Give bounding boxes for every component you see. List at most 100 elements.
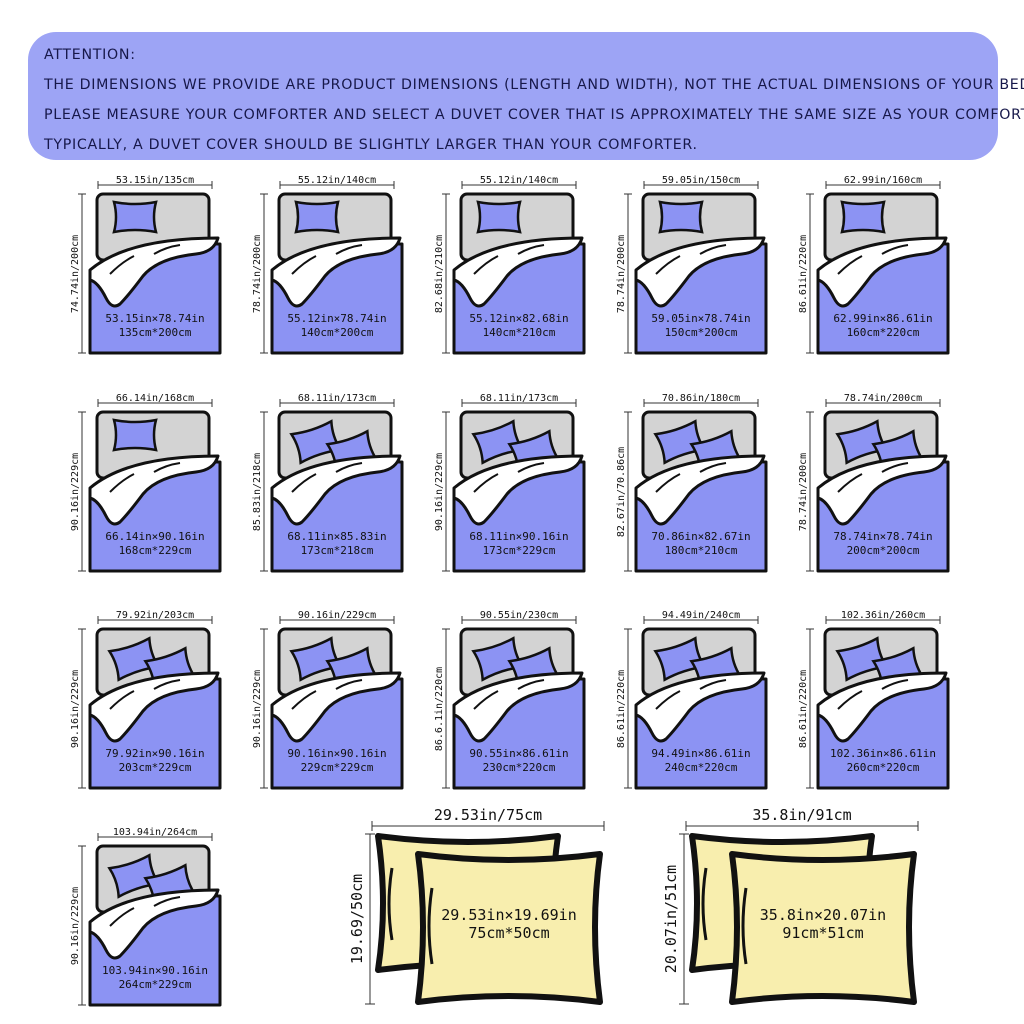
width-label: 102.36in/260cm [841, 610, 925, 621]
width-label: 68.11in/173cm [480, 393, 558, 404]
size-centimeters: 160cm*220cm [847, 326, 920, 339]
sheet-fold-line [517, 244, 545, 255]
pillow [112, 418, 158, 452]
size-inches: 94.49in×86.61in [651, 747, 750, 760]
height-label: 78.74in/200cm [616, 235, 627, 313]
sheet-fold-line [473, 473, 499, 493]
pillow [294, 200, 340, 234]
attention-notice: ATTENTION: THE DIMENSIONS WE PROVIDE ARE… [28, 32, 1024, 160]
height-label: 85.83in/218cm [252, 453, 263, 531]
sheet-fold-line [699, 679, 727, 690]
pillowcase-front [729, 851, 917, 1005]
height-label: 86.61in/220cm [616, 670, 627, 748]
bed-diagram: 90.55in/230cm86.6.1in/220cm90.55in×86.61… [434, 610, 586, 790]
height-label: 90.16in/229cm [70, 453, 81, 531]
size-inches: 70.86in×82.67in [651, 530, 750, 543]
sheet-fold-line [655, 473, 681, 493]
sheet-fold-line [699, 244, 727, 255]
bed-diagram: 103.94in/264cm90.16in/229cm103.94in×90.1… [70, 827, 222, 1007]
sheet-fold-line [517, 679, 545, 690]
folded-sheet [88, 888, 220, 960]
sheet-fold-line [153, 462, 181, 473]
pillowcase-fold-line [741, 887, 748, 965]
height-label: 78.74in/200cm [798, 453, 809, 531]
folded-sheet [452, 236, 584, 308]
size-centimeters: 168cm*229cm [119, 544, 192, 557]
folded-sheet [88, 454, 220, 526]
sheet-fold-line [109, 255, 135, 275]
sheet-fold-line [837, 473, 863, 493]
sheet-fold-line [837, 255, 863, 275]
size-inches: 90.16in×90.16in [287, 747, 386, 760]
sheet-fold-line [881, 462, 909, 473]
width-label: 90.16in/229cm [298, 610, 376, 621]
size-centimeters: 140cm*210cm [483, 326, 556, 339]
bed-diagram: 102.36in/260cm86.61in/220cm102.36in×86.6… [798, 610, 950, 790]
size-inches: 102.36in×86.61in [830, 747, 936, 760]
height-label: 86.61in/220cm [798, 235, 809, 313]
sheet-fold-line [881, 679, 909, 690]
height-label: 78.74in/200cm [252, 235, 263, 313]
pillow [476, 200, 522, 234]
height-label: 82.68in/210cm [434, 235, 445, 313]
height-label: 86.6.1in/220cm [434, 667, 445, 751]
size-inches: 55.12in×78.74in [287, 312, 386, 325]
sheet-fold-line [837, 690, 863, 710]
pillowcase-height-label: 20.07in/51cm [662, 865, 680, 973]
pillowcase-width-label: 35.8in/91cm [752, 806, 851, 824]
size-centimeters: 260cm*220cm [847, 761, 920, 774]
width-label: 66.14in/168cm [116, 393, 194, 404]
notice-heading: ATTENTION: [44, 47, 136, 63]
size-inches: 68.11in×90.16in [469, 530, 568, 543]
pillow [112, 200, 158, 234]
width-label: 55.12in/140cm [480, 175, 558, 186]
notice-line-3: TYPICALLY, A DUVET COVER SHOULD BE SLIGH… [44, 137, 698, 153]
pillowcase-fold-line [427, 887, 434, 965]
height-label: 90.16in/229cm [252, 670, 263, 748]
pillow [840, 200, 886, 234]
width-label: 79.92in/203cm [116, 610, 194, 621]
bed-diagram: 59.05in/150cm 78.74in/200cm 59.05in×78.74i… [616, 175, 768, 355]
size-inches: 55.12in×82.68in [469, 312, 568, 325]
sheet-fold-line [473, 690, 499, 710]
height-label: 74.74in/200cm [70, 235, 81, 313]
pillowcase-size-inches: 29.53in×19.69in [441, 906, 576, 924]
width-label: 55.12in/140cm [298, 175, 376, 186]
sheet-fold-line [291, 473, 317, 493]
folded-sheet [634, 671, 766, 743]
size-centimeters: 150cm*200cm [665, 326, 738, 339]
size-centimeters: 230cm*220cm [483, 761, 556, 774]
size-centimeters: 229cm*229cm [301, 761, 374, 774]
sheet-fold-line [109, 690, 135, 710]
sheet-fold-line [335, 244, 363, 255]
width-label: 59.05in/150cm [662, 175, 740, 186]
pillowcase-size-centimeters: 91cm*51cm [782, 924, 863, 942]
sheet-fold-line [335, 462, 363, 473]
sheet-fold-line [291, 255, 317, 275]
pillow-shape [112, 418, 158, 452]
size-centimeters: 264cm*229cm [119, 978, 192, 991]
sheet-fold-line [109, 473, 135, 493]
folded-sheet [88, 236, 220, 308]
sheet-fold-line [881, 244, 909, 255]
folded-sheet [816, 236, 948, 308]
size-inches: 59.05in×78.74in [651, 312, 750, 325]
pillowcase-width-label: 29.53in/75cm [434, 806, 542, 824]
size-inches: 68.11in×85.83in [287, 530, 386, 543]
bed-diagram: 55.12in/140cm 82.68in/210cm 55.12in×82.68i… [434, 175, 586, 355]
pillowcase-height-label: 19.69/50cm [348, 874, 366, 964]
sheet-fold-line [153, 244, 181, 255]
sheet-fold-line [699, 462, 727, 473]
height-label: 90.16in/229cm [70, 887, 81, 965]
folded-sheet [816, 671, 948, 743]
size-centimeters: 180cm*210cm [665, 544, 738, 557]
height-label: 90.16in/229cm [70, 670, 81, 748]
pillow-shape [658, 200, 704, 234]
pillowcase-fold-line [701, 867, 708, 941]
pillowcase-size-inches: 35.8in×20.07in [760, 906, 886, 924]
size-centimeters: 203cm*229cm [119, 761, 192, 774]
pillowcase-front [415, 851, 603, 1005]
size-inches: 53.15in×78.74in [105, 312, 204, 325]
